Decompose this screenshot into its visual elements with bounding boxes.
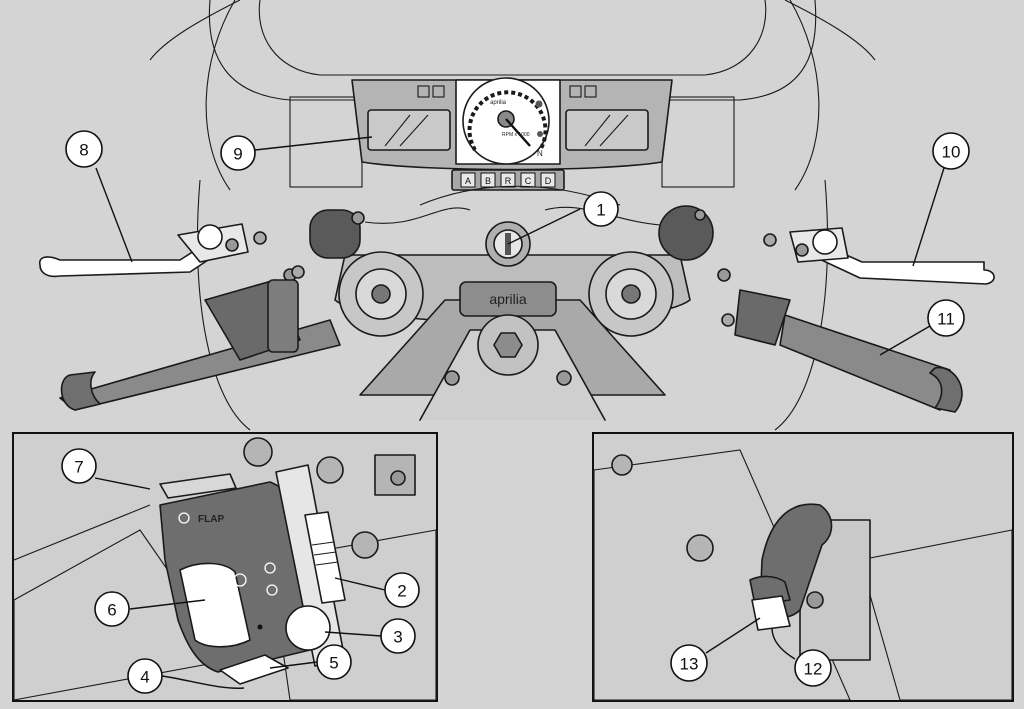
callout-9: 9 bbox=[220, 135, 256, 171]
dash-button-label: C bbox=[525, 176, 532, 186]
flash-button[interactable] bbox=[159, 473, 237, 499]
callout-12: 12 bbox=[794, 649, 832, 687]
callout-number: 13 bbox=[680, 655, 699, 674]
callout-13: 13 bbox=[670, 644, 708, 682]
parking-light-icon bbox=[233, 573, 247, 587]
right-lcd-display bbox=[565, 109, 649, 151]
leader-lines bbox=[94, 136, 945, 689]
callout-number: 8 bbox=[79, 141, 88, 160]
brake-lever-adjuster[interactable] bbox=[812, 229, 838, 255]
horn-button[interactable] bbox=[285, 605, 331, 651]
callout-5: 5 bbox=[316, 644, 352, 680]
low-beam-icon bbox=[266, 584, 278, 596]
switch-dot bbox=[257, 624, 263, 630]
fuel-icon bbox=[537, 131, 543, 137]
warning-light bbox=[417, 85, 430, 98]
callout-number: 12 bbox=[804, 660, 823, 679]
callout-circle bbox=[932, 132, 970, 170]
callout-circle bbox=[384, 572, 420, 608]
callout-circle bbox=[61, 448, 97, 484]
warning-light bbox=[584, 85, 597, 98]
callout-circle bbox=[380, 618, 416, 654]
dash-button-label: A bbox=[465, 176, 471, 186]
clutch-adjuster[interactable] bbox=[197, 224, 223, 250]
callout-2: 2 bbox=[384, 572, 420, 608]
throttle-grip[interactable] bbox=[779, 314, 951, 411]
callout-number: 1 bbox=[596, 201, 605, 220]
callout-6: 6 bbox=[94, 591, 130, 627]
callout-circle bbox=[583, 191, 619, 227]
callout-circle bbox=[94, 591, 130, 627]
callout-number: 4 bbox=[140, 668, 149, 687]
rpm-unit-label: RPM x 1000 bbox=[502, 132, 530, 138]
right-handlebar bbox=[721, 227, 995, 413]
warning-light bbox=[569, 85, 582, 98]
callout-number: 2 bbox=[397, 582, 406, 601]
callout-circle bbox=[670, 644, 708, 682]
dash-brand: aprilia bbox=[490, 100, 507, 106]
dash-button[interactable] bbox=[500, 172, 516, 188]
dimmer-switch[interactable] bbox=[179, 562, 251, 648]
dash-button-label: B bbox=[485, 176, 491, 186]
callout-number: 6 bbox=[107, 601, 116, 620]
callout-circle bbox=[127, 658, 163, 694]
callout-8: 8 bbox=[65, 130, 103, 168]
callout-11: 11 bbox=[927, 299, 965, 337]
turn-signal-switch[interactable] bbox=[219, 654, 289, 685]
dash-button[interactable] bbox=[480, 172, 496, 188]
callout-number: 3 bbox=[393, 628, 402, 647]
left-switch-inset: FLAP bbox=[12, 432, 438, 702]
dash-button[interactable] bbox=[460, 172, 476, 188]
headlight-icon bbox=[178, 512, 190, 524]
left-fork-cap-bolt bbox=[371, 284, 391, 304]
callout-3: 3 bbox=[380, 618, 416, 654]
high-beam-icon bbox=[264, 562, 276, 574]
callout-circle bbox=[316, 644, 352, 680]
callout-number: 9 bbox=[233, 145, 242, 164]
dash-button-label: D bbox=[545, 176, 552, 186]
left-lcd-display bbox=[367, 109, 451, 151]
callout-10: 10 bbox=[932, 132, 970, 170]
dash-button[interactable] bbox=[540, 172, 556, 188]
light-switch-slider[interactable] bbox=[304, 511, 346, 604]
callout-7: 7 bbox=[61, 448, 97, 484]
right-bar-end bbox=[929, 366, 963, 413]
clutch-fluid-reservoir bbox=[309, 209, 365, 259]
tachometer-needle bbox=[505, 118, 531, 147]
left-bar-end bbox=[60, 371, 101, 411]
steering-head: aprilia bbox=[283, 221, 731, 421]
dash-button-label: R bbox=[505, 176, 512, 186]
flash-label: FLAP bbox=[198, 514, 224, 525]
neutral-indicator: N bbox=[537, 149, 543, 158]
callout-circle bbox=[794, 649, 832, 687]
warning-light bbox=[432, 85, 445, 98]
right-fork-cap-bolt bbox=[621, 284, 641, 304]
callout-1: 1 bbox=[583, 191, 619, 227]
brake-fluid-reservoir bbox=[658, 205, 714, 261]
oil-icon bbox=[535, 100, 543, 108]
callout-number: 10 bbox=[942, 143, 961, 162]
callout-number: 5 bbox=[329, 654, 338, 673]
right-switch-housing bbox=[734, 289, 791, 346]
callout-circle bbox=[220, 135, 256, 171]
callout-4: 4 bbox=[127, 658, 163, 694]
hose bbox=[364, 207, 471, 224]
callout-circle bbox=[65, 130, 103, 168]
callout-number: 11 bbox=[937, 310, 955, 329]
steering-brand: aprilia bbox=[489, 291, 527, 307]
left-handlebar bbox=[38, 223, 341, 411]
callout-number: 7 bbox=[74, 458, 83, 477]
callout-circle bbox=[927, 299, 965, 337]
instrument-panel: aprilia RPM x 1000 N A B R C D bbox=[351, 77, 673, 191]
